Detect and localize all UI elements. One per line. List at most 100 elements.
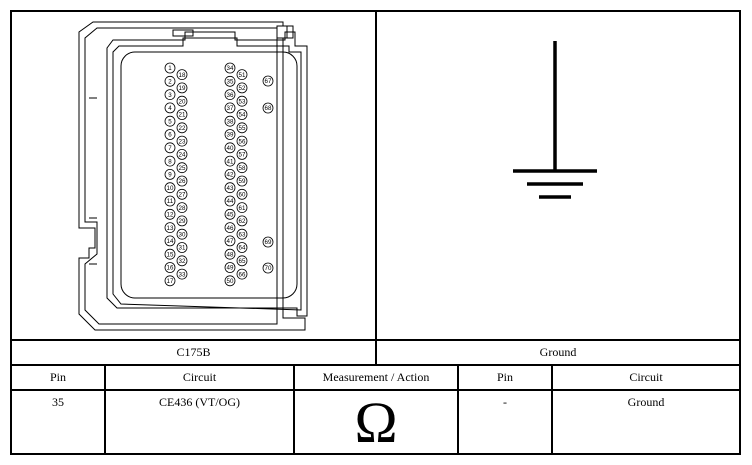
pin-69: 69	[262, 236, 274, 248]
pin-33: 33	[176, 268, 188, 280]
pin-51: 51	[236, 69, 248, 80]
svg-text:46: 46	[227, 225, 234, 232]
divider-col-2	[293, 364, 295, 455]
divider-header-bottom	[10, 389, 741, 391]
pin-28: 28	[176, 202, 188, 214]
svg-text:27: 27	[179, 192, 186, 199]
pin-14: 14	[164, 235, 176, 247]
pin-1: 1	[164, 62, 176, 74]
pin-27: 27	[176, 188, 188, 200]
pin-20: 20	[176, 95, 188, 107]
svg-text:5: 5	[168, 118, 172, 125]
pin-41: 41	[224, 155, 236, 167]
pin-15: 15	[164, 248, 176, 260]
svg-text:66: 66	[239, 271, 246, 278]
pin-5: 5	[164, 115, 176, 127]
pin-38: 38	[224, 115, 236, 127]
svg-text:28: 28	[179, 205, 186, 212]
svg-text:61: 61	[239, 205, 246, 212]
pin-65: 65	[236, 255, 248, 267]
pin-30: 30	[176, 228, 188, 240]
pin-49: 49	[224, 262, 236, 273]
cell-pin-a: 35	[52, 395, 64, 409]
svg-text:37: 37	[227, 105, 234, 112]
pin-23: 23	[176, 135, 188, 147]
header-measurement: Measurement / Action	[322, 370, 430, 384]
svg-text:25: 25	[179, 165, 186, 172]
svg-text:41: 41	[227, 158, 234, 165]
pin-50: 50	[224, 275, 236, 287]
pin-56: 56	[236, 135, 248, 147]
pin-29: 29	[176, 215, 188, 227]
pin-61: 61	[236, 202, 248, 214]
pin-22: 22	[176, 122, 188, 134]
svg-text:30: 30	[179, 231, 186, 238]
pin-31: 31	[176, 242, 188, 253]
svg-text:70: 70	[265, 265, 272, 272]
svg-text:56: 56	[239, 138, 246, 145]
pin-36: 36	[224, 89, 236, 100]
svg-text:53: 53	[239, 98, 246, 105]
header-pin-a: Pin	[49, 370, 66, 384]
pin-45: 45	[224, 208, 236, 220]
svg-text:36: 36	[227, 92, 234, 99]
svg-text:57: 57	[239, 152, 246, 159]
pin-40: 40	[224, 142, 236, 154]
svg-text:40: 40	[227, 145, 234, 152]
svg-text:11: 11	[167, 198, 174, 205]
svg-text:49: 49	[227, 265, 234, 272]
pin-44: 44	[224, 195, 236, 207]
svg-text:18: 18	[179, 72, 186, 79]
svg-text:34: 34	[227, 65, 234, 72]
pin-19: 19	[176, 82, 188, 94]
pin-37: 37	[224, 102, 236, 114]
pin-53: 53	[236, 95, 248, 107]
pin-67: 67	[262, 75, 274, 87]
pin-9: 9	[164, 168, 176, 180]
svg-text:16: 16	[167, 265, 174, 272]
svg-text:23: 23	[179, 138, 186, 145]
svg-text:21: 21	[179, 112, 186, 119]
pin-17: 17	[164, 275, 176, 287]
svg-text:10: 10	[167, 185, 174, 192]
divider-col-3	[457, 364, 459, 455]
pin-34: 34	[224, 62, 236, 74]
svg-text:31: 31	[179, 245, 186, 252]
pin-16: 16	[164, 262, 176, 273]
svg-text:14: 14	[167, 238, 174, 245]
divider-caption-top	[10, 339, 741, 341]
pin-48: 48	[224, 248, 236, 260]
svg-text:51: 51	[239, 72, 246, 79]
ground-caption: Ground	[539, 345, 577, 359]
pin-24: 24	[176, 148, 188, 160]
pin-39: 39	[224, 129, 236, 140]
pin-58: 58	[236, 162, 248, 174]
ground-symbol	[513, 41, 597, 199]
pin-46: 46	[224, 222, 236, 234]
svg-text:22: 22	[179, 125, 186, 132]
svg-text:68: 68	[265, 105, 272, 112]
svg-text:19: 19	[179, 85, 186, 92]
svg-text:12: 12	[167, 212, 174, 219]
svg-text:32: 32	[179, 258, 186, 265]
svg-text:54: 54	[239, 112, 246, 119]
connector-diagram: 1234567891011121314151617181920212223242…	[78, 21, 308, 331]
svg-text:48: 48	[227, 251, 234, 258]
pin-66: 66	[236, 268, 248, 280]
cell-circuit-a: CE436 (VT/OG)	[159, 395, 240, 409]
pin-62: 62	[236, 215, 248, 227]
pin-59: 59	[236, 175, 248, 187]
svg-text:52: 52	[239, 85, 246, 92]
svg-text:69: 69	[265, 239, 272, 246]
svg-text:35: 35	[227, 79, 234, 86]
svg-text:60: 60	[239, 192, 246, 199]
svg-text:3: 3	[168, 92, 172, 99]
pin-57: 57	[236, 148, 248, 160]
divider-col-1	[104, 364, 106, 455]
pin-10: 10	[164, 182, 176, 194]
svg-text:8: 8	[168, 158, 172, 165]
svg-text:13: 13	[167, 225, 174, 232]
svg-text:26: 26	[179, 178, 186, 185]
svg-text:55: 55	[239, 125, 246, 132]
pin-13: 13	[164, 222, 176, 234]
